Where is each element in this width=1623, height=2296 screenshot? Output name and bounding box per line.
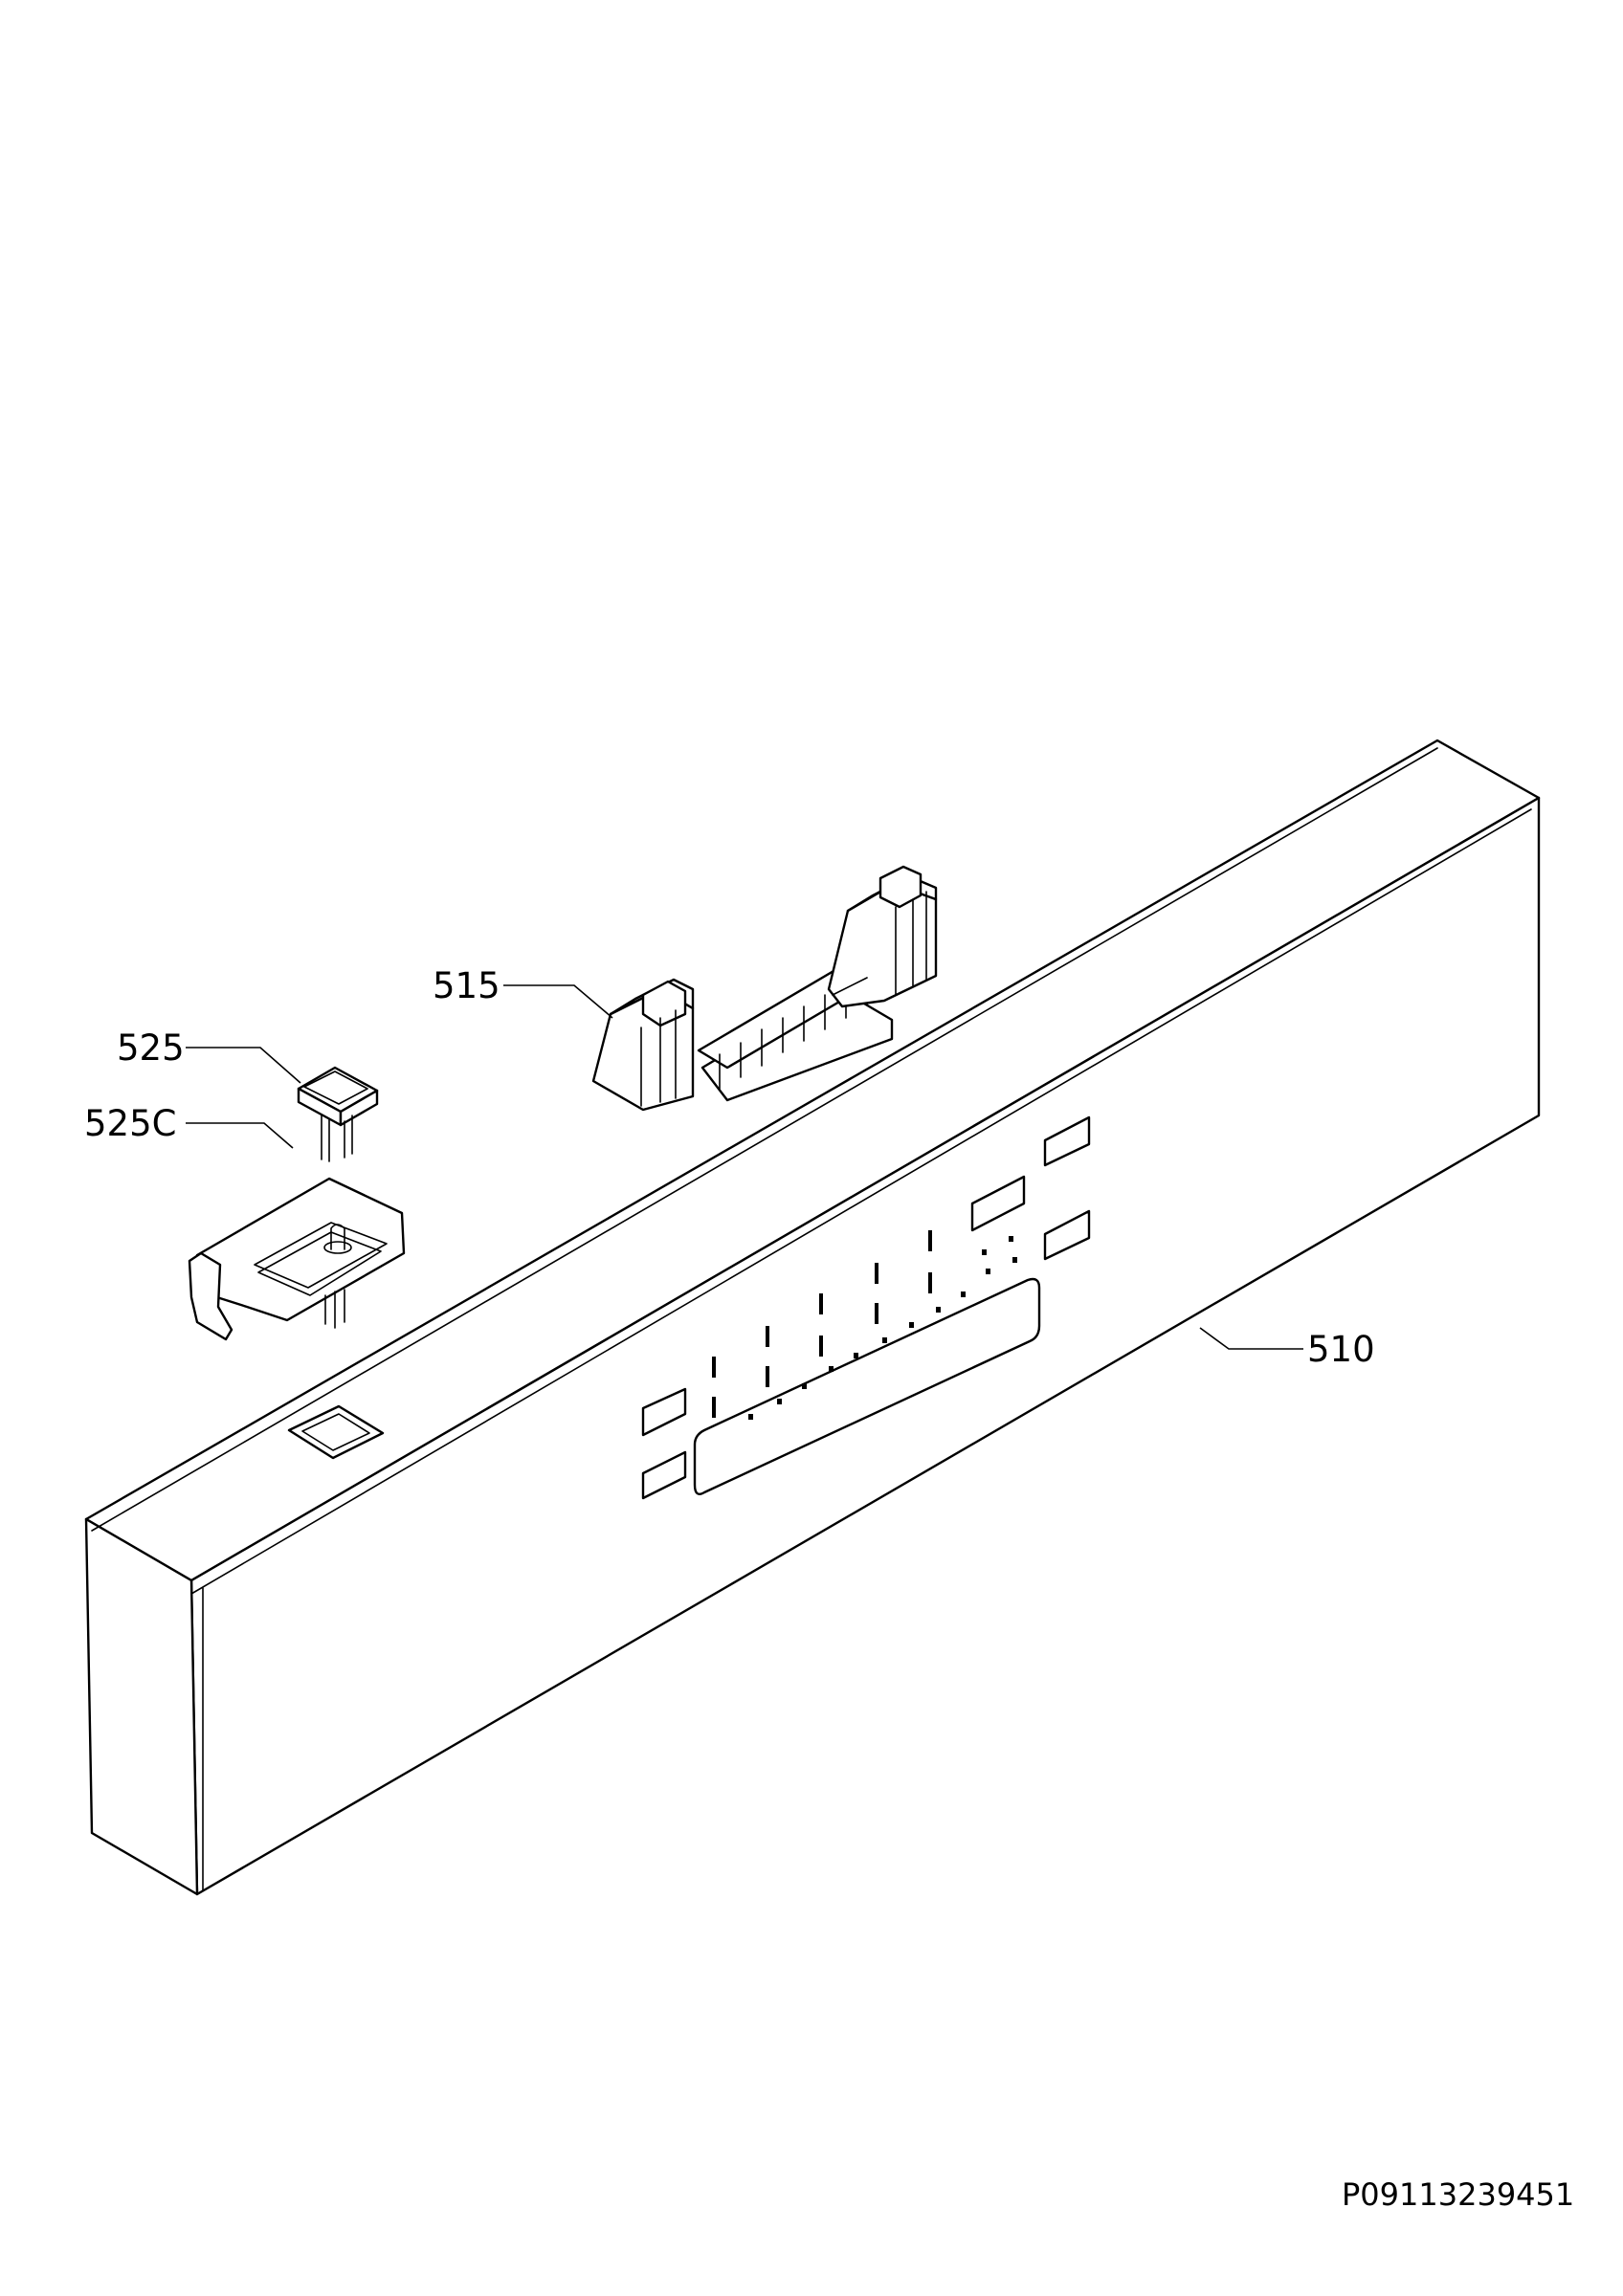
callout-525c: 525C: [84, 1103, 176, 1144]
leader-525: [186, 1047, 301, 1084]
callout-510: 510: [1307, 1329, 1375, 1370]
touch-key-left-upper: [641, 1387, 687, 1437]
part-525-button: [297, 1066, 379, 1162]
part-525c-housing: [188, 1177, 406, 1341]
drawing-code: P09113239451: [1342, 2176, 1574, 2213]
leader-515: [503, 984, 613, 1019]
leader-510: [1199, 1327, 1303, 1350]
indicator-marks: [712, 1230, 1017, 1420]
leader-525c: [186, 1122, 294, 1149]
touch-key-right-2: [1043, 1115, 1091, 1167]
touch-key-right-1: [970, 1175, 1026, 1232]
callout-515: 515: [433, 965, 500, 1006]
part-515-bracket: [591, 865, 938, 1112]
touch-key-left-lower: [641, 1450, 687, 1500]
callout-525: 525: [117, 1027, 185, 1069]
panel-end-face: [84, 1517, 199, 1896]
panel-top-opening: [287, 1404, 385, 1460]
touch-keys: [641, 1115, 1091, 1500]
part-510-control-panel: [84, 739, 1541, 1896]
touch-key-right-3: [1043, 1209, 1091, 1261]
display-window: [693, 1277, 1041, 1495]
